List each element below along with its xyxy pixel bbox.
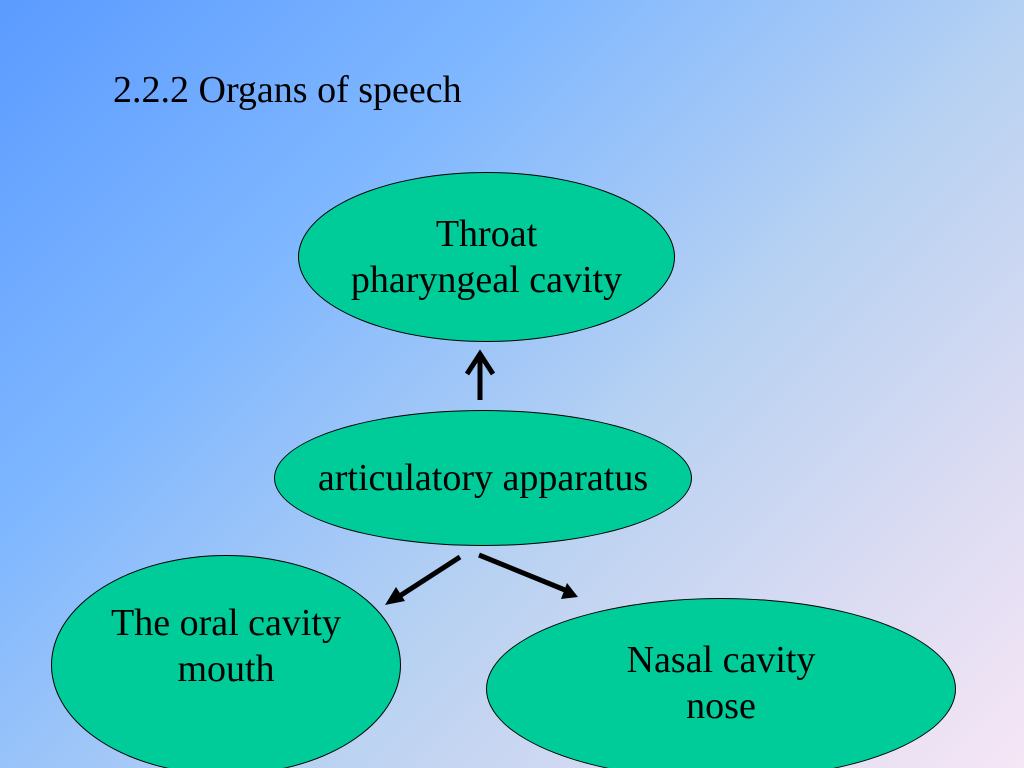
arrow-to-throat — [464, 349, 496, 400]
oral-cavity-label: The oral cavity — [110, 601, 341, 644]
pharyngeal-cavity-label: pharyngeal cavity — [350, 259, 623, 301]
slide-title: 2.2.2 Organs of speech — [113, 69, 462, 111]
articulatory-apparatus-label: articulatory apparatus — [317, 456, 649, 499]
nose-label: nose — [686, 685, 756, 727]
nasal-cavity-label: Nasal cavity — [626, 638, 816, 681]
mouth-label: mouth — [177, 648, 275, 690]
throat-node: Throat pharyngeal cavity — [298, 172, 675, 342]
arrow-to-nasal-cavity — [478, 552, 578, 599]
articulatory-apparatus-node: articulatory apparatus — [274, 410, 692, 546]
arrow-to-oral-cavity — [385, 554, 462, 605]
throat-label: Throat — [435, 212, 538, 255]
oral-cavity-node: The oral cavity mouth — [51, 555, 401, 768]
nasal-cavity-node: Nasal cavity nose — [486, 598, 956, 768]
